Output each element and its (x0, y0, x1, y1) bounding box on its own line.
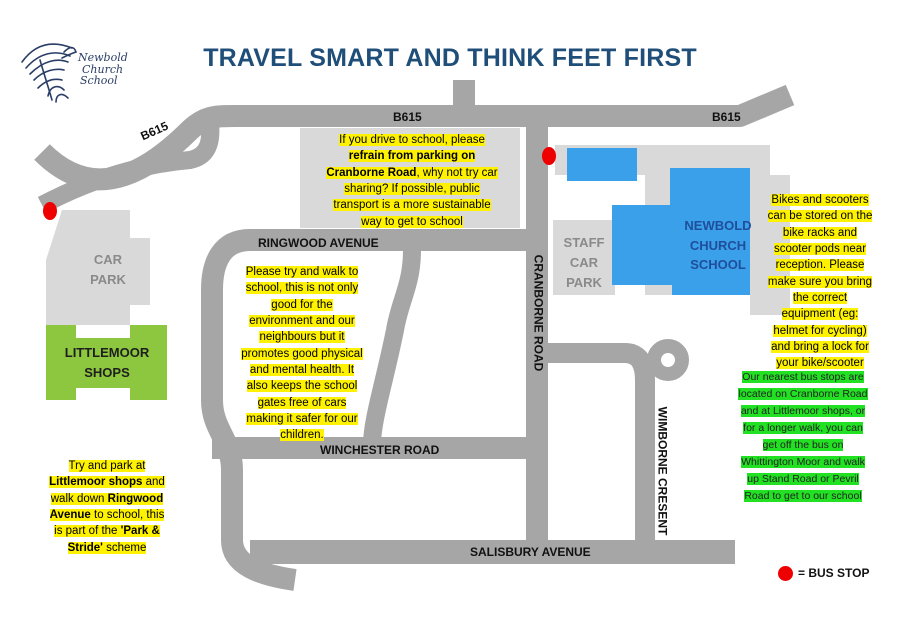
littlemoor-shops-area (46, 325, 167, 400)
bikes-note: Bikes and scooters can be stored on the … (766, 192, 874, 372)
drive-note-bold: refrain from parking on (348, 150, 476, 163)
drive-note-road: Cranborne Road (326, 166, 417, 179)
road-label-salisbury-avenue: SALISBURY AVENUE (470, 545, 591, 559)
car-park-label: CAR PARK (78, 250, 138, 290)
bus-stop-legend-icon (778, 566, 793, 581)
ringwood-link-road (363, 249, 421, 446)
logo-line: Church (82, 62, 124, 76)
b615-road (34, 84, 795, 191)
road-label-cranborne-road: CRANBORNE ROAD (531, 254, 546, 372)
bus-stop-legend-text: = BUS STOP (798, 566, 870, 580)
b615-spur (453, 80, 475, 110)
school-label: NEWBOLD CHURCH SCHOOL (678, 216, 758, 275)
road-label-b615-mid: B615 (393, 110, 422, 124)
car-park-area (46, 210, 150, 325)
staff-car-park-area (553, 220, 615, 295)
car-park-label-line: PARK (90, 272, 126, 288)
bikes-note-text: Bikes and scooters can be stored on the … (767, 194, 873, 370)
walk-note-text: Please try and walk to school, this is n… (241, 266, 363, 442)
school-label-line: SCHOOL (690, 257, 746, 272)
school-label-line: CHURCH (689, 237, 747, 253)
bus-note: Our nearest bus stops are located on Cra… (738, 369, 868, 505)
bus-stop-marker (43, 202, 57, 220)
road-label-b615-right: B615 (712, 110, 741, 124)
road-label-wimborne-cresent: WIMBORNE CRESENT (655, 406, 670, 536)
park-stride-shops: Littlemoor shops (49, 476, 143, 489)
page-title: TRAVEL SMART AND THINK FEET FIRST (203, 44, 697, 72)
walk-note: Please try and walk to school, this is n… (240, 264, 364, 444)
littlemoor-shops-label: LITTLEMOOR SHOPS (50, 343, 164, 383)
bus-note-text: Our nearest bus stops are located on Cra… (738, 371, 868, 502)
wimborne-cul-de-sac (647, 339, 689, 381)
wimborne-cresent (537, 343, 655, 545)
road-label-winchester-road: WINCHESTER ROAD (320, 443, 440, 457)
bus-stop-marker (542, 147, 556, 165)
staff-car-park-label: STAFF CAR PARK (556, 233, 612, 293)
staff-car-park-label-line: PARK (566, 275, 602, 291)
school-building-small (567, 148, 637, 181)
shops-label-line: SHOPS (84, 365, 130, 381)
staff-car-park-label-line: STAFF (563, 235, 605, 250)
school-building-main (612, 168, 750, 295)
staff-car-park-label-line: CAR (569, 255, 599, 271)
bus-stops (43, 147, 556, 220)
park-stride-road: Ringwood Avenue (49, 492, 164, 521)
drive-note: If you drive to school, please refrain f… (322, 132, 502, 230)
school-buildings (567, 148, 750, 295)
drive-note-text: If you drive to school, please (339, 134, 485, 146)
park-stride-scheme: 'Park & Stride' (67, 525, 160, 554)
roads (34, 80, 795, 591)
car-park-label-line: CAR (93, 252, 123, 267)
logo-line: School (80, 74, 118, 88)
ringwood-avenue (201, 229, 537, 591)
shops-label-line: LITTLEMOOR (64, 345, 150, 360)
park-stride-text-4: scheme (106, 541, 147, 554)
park-and-stride-note: Try and park at Littlemoor shops and wal… (44, 458, 170, 556)
road-label-ringwood-avenue: RINGWOOD AVENUE (258, 236, 379, 250)
logo: Newbold Church School (78, 52, 128, 87)
logo-line: Newbold (78, 51, 128, 64)
school-label-line: NEWBOLD (684, 218, 752, 233)
park-stride-text: Try and park at (68, 460, 146, 472)
logo-bird-icon (21, 43, 78, 103)
b615-loop-road (37, 115, 220, 213)
